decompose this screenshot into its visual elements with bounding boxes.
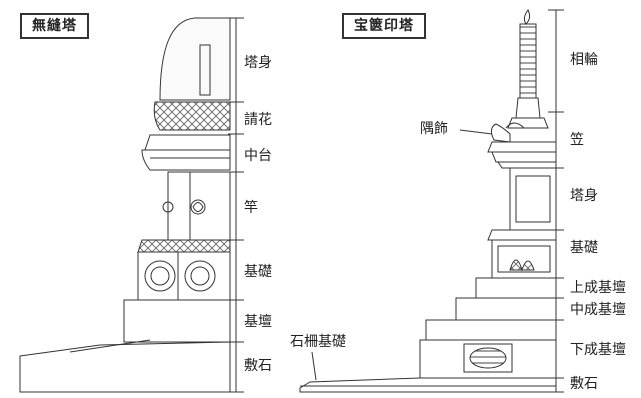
label-hokyointo-kiso: 基礎	[570, 240, 598, 256]
hokyointo-middle-kidan	[455, 297, 557, 321]
hokyointo-lattice-ornament	[469, 347, 507, 369]
hokyointo-sumikazari	[490, 123, 511, 143]
sumikazari-leader	[459, 129, 493, 135]
muhoto-kiso	[137, 251, 231, 301]
label-hokyointo-shikiishi: 敷石	[570, 376, 598, 392]
label-hokyointo-middle-kidan: 中成基壇	[570, 302, 626, 318]
hokyointo-tower-body	[509, 167, 557, 231]
hokyointo-kasa	[487, 141, 557, 153]
label-hokyointo-sorin: 相輪	[570, 52, 598, 68]
label-muhoto-shikiishi: 敷石	[244, 358, 272, 374]
label-muhoto-kidan: 基壇	[244, 314, 272, 330]
hokyointo-ishigaki-kiso	[299, 377, 557, 393]
label-hokyointo-kasa: 笠	[570, 132, 584, 148]
hokyointo-lower-kidan	[425, 319, 557, 341]
label-muhoto-ukebana: 請花	[244, 112, 272, 128]
hokyointo-title: 宝篋印塔	[342, 13, 426, 39]
hokyointo-dimension-line	[548, 9, 564, 393]
muhoto-shikiishi	[19, 341, 231, 393]
hokyointo-sorin-tip	[523, 9, 531, 25]
label-hokyointo-ishigaki-kiso: 石柵基礎	[290, 334, 346, 350]
label-hokyointo-tower-body: 塔身	[570, 188, 598, 204]
muhoto-chudai	[144, 134, 231, 151]
muhoto-drawing	[19, 17, 231, 393]
muhoto-title: 無縫塔	[20, 13, 89, 39]
muhoto-body-panel	[199, 44, 211, 96]
hokyointo-drawing	[299, 9, 557, 393]
ishigaki-leader	[311, 351, 317, 381]
label-hokyointo-sumikazari: 隅飾	[420, 121, 448, 137]
label-hokyointo-upper-kidan: 上成基壇	[570, 280, 626, 296]
muhoto-flower-ornament	[162, 199, 206, 215]
muhoto-sao	[167, 171, 191, 241]
muhoto-kidan	[123, 299, 231, 343]
muhoto-ukebana	[153, 101, 231, 131]
label-muhoto-sao: 竿	[244, 200, 258, 216]
hokyointo-sorin	[519, 23, 537, 99]
muhoto-tower-body	[159, 17, 231, 101]
muhoto-dimension-line	[228, 17, 244, 393]
label-muhoto-tower-body: 塔身	[244, 55, 272, 71]
label-muhoto-chudai: 中台	[244, 148, 272, 164]
hokyointo-upper-kidan	[475, 277, 557, 299]
label-hokyointo-lower-kidan: 下成基壇	[570, 342, 626, 358]
muhoto-kiso-frieze	[137, 239, 231, 253]
label-muhoto-kiso: 基礎	[244, 264, 272, 280]
